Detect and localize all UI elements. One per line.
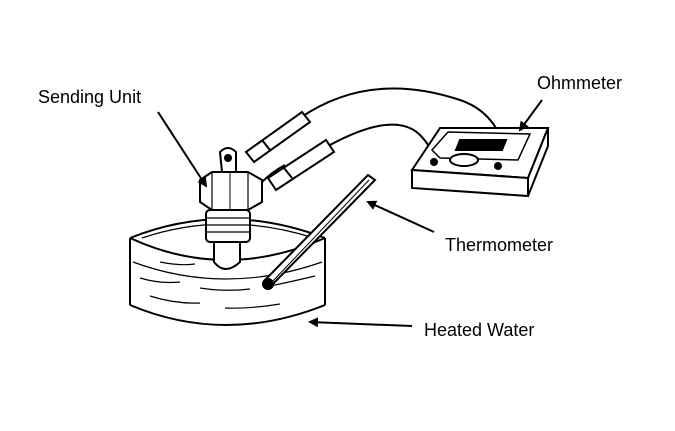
test-lead-2-probe — [266, 138, 336, 192]
sending-unit — [199, 147, 263, 270]
thermometer-arrow — [366, 200, 435, 233]
heated-water-label: Heated Water — [424, 320, 535, 340]
thermometer — [262, 173, 377, 290]
thermometer-label: Thermometer — [445, 235, 554, 255]
sending-unit-label: Sending Unit — [38, 87, 142, 107]
test-lead-1-probe — [244, 110, 312, 164]
heated-water-arrow — [308, 317, 413, 328]
sending-unit-arrow — [157, 111, 208, 188]
ohmmeter-arrow — [518, 99, 543, 132]
ohmmeter-label: Ohmmeter — [537, 73, 623, 93]
heated-water — [132, 261, 323, 309]
callout-arrows — [157, 99, 543, 328]
ohmmeter — [410, 127, 550, 198]
